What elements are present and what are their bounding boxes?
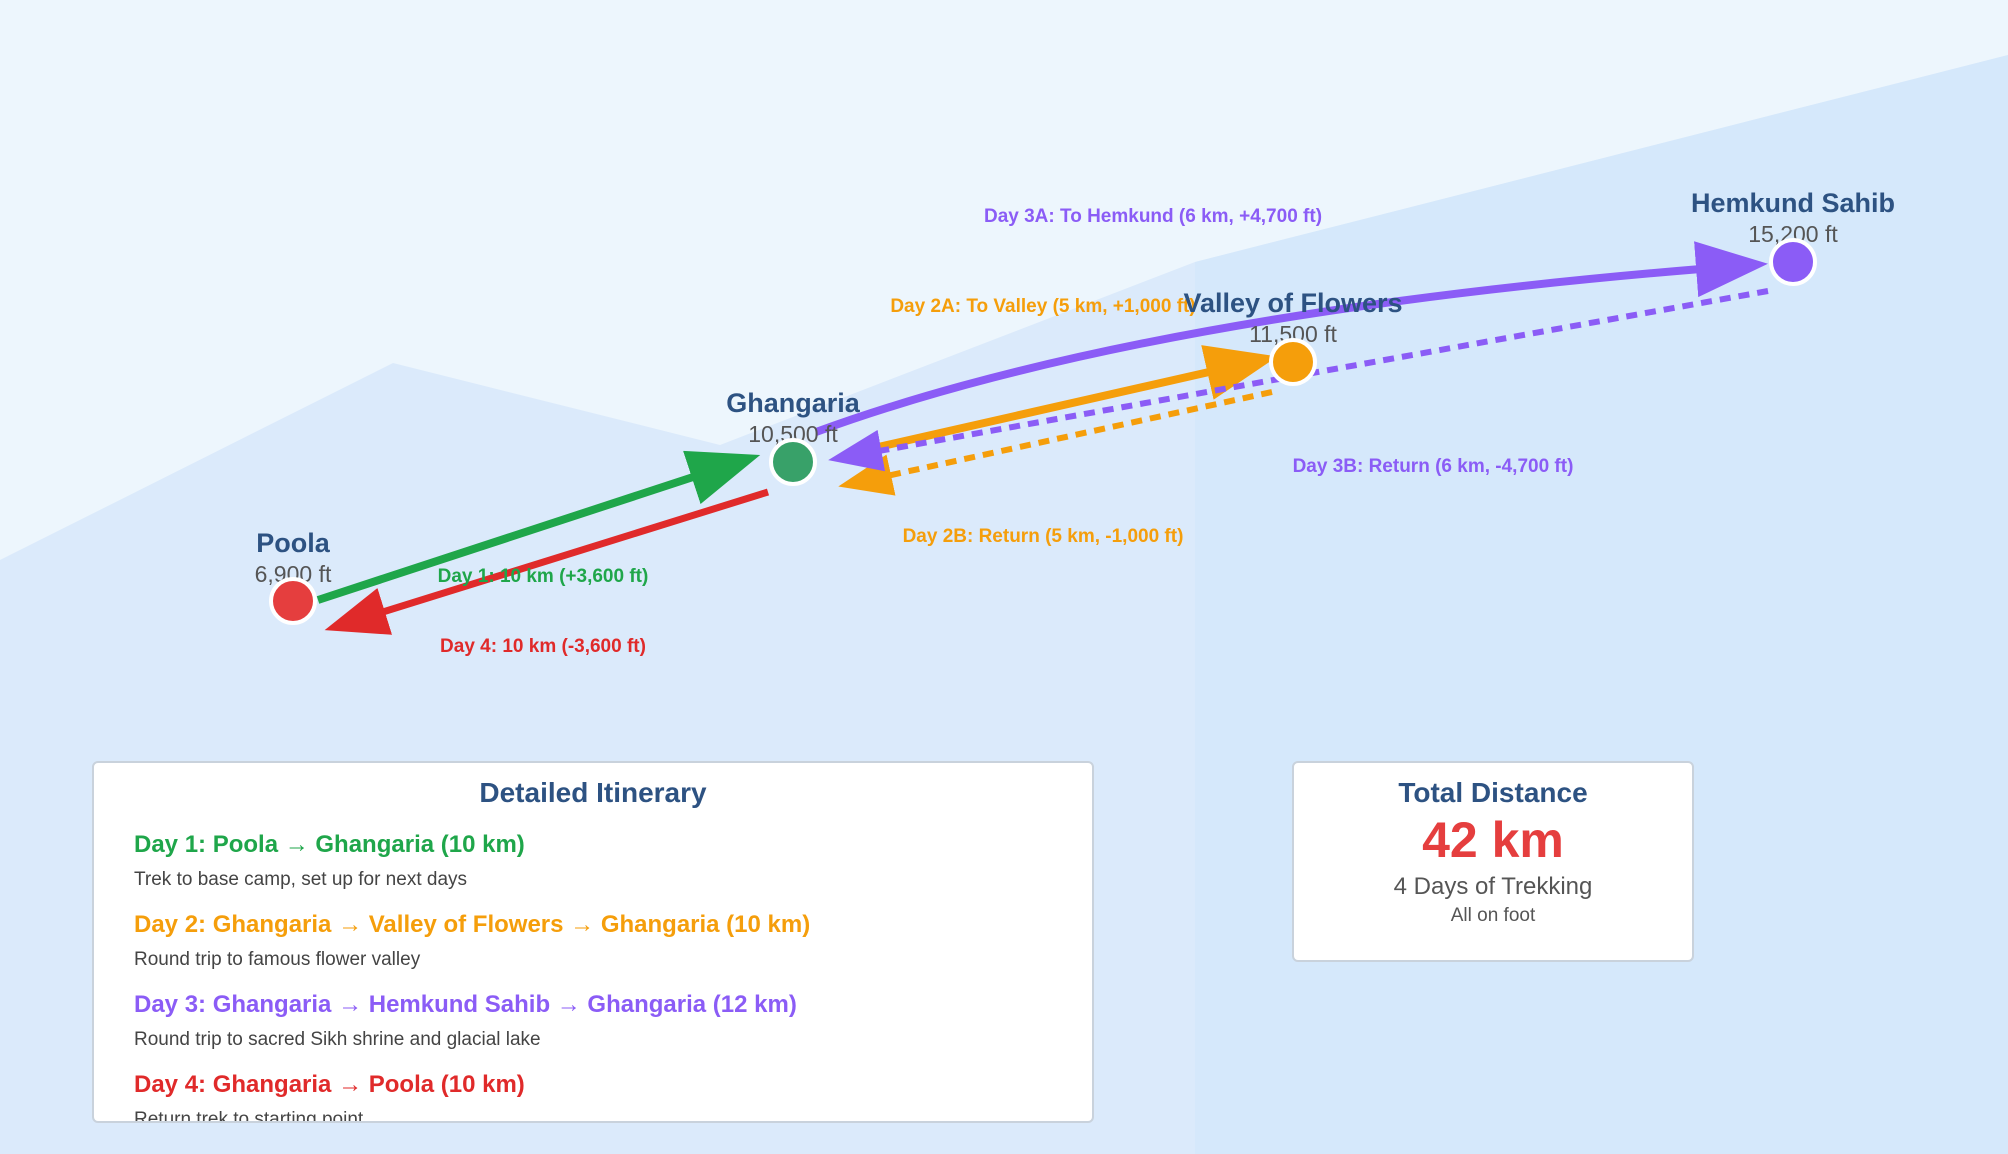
itinerary-title: Detailed Itinerary [479, 777, 707, 808]
total-footnote: All on foot [1450, 905, 1536, 926]
location-poola: Poola 6,900 ft [255, 528, 332, 625]
day-description: Return trek to starting point [134, 1109, 364, 1123]
route-day1-arrow [316, 450, 761, 604]
total-title: Total Distance [1398, 777, 1588, 808]
route-day3b-arrow [828, 288, 1769, 472]
route-label-day2a: Day 2A: To Valley (5 km, +1,000 ft) [890, 296, 1195, 317]
route-day4-arrow [324, 488, 770, 635]
location-valley-of-flowers: Valley of Flowers 11,500 ft [1183, 288, 1403, 386]
location-name: Poola [256, 528, 330, 558]
route-label-day3b: Day 3B: Return (6 km, -4,700 ft) [1293, 456, 1574, 477]
route-day3a-arrow [814, 241, 1768, 436]
location-marker [269, 577, 317, 625]
day-description: Round trip to sacred Sikh shrine and gla… [134, 1029, 541, 1050]
location-name: Ghangaria [726, 388, 861, 418]
route-label-day4: Day 4: 10 km (-3,600 ft) [440, 636, 646, 657]
total-days: 4 Days of Trekking [1393, 873, 1593, 900]
route-label-day3a: Day 3A: To Hemkund (6 km, +4,700 ft) [984, 206, 1322, 227]
location-marker [1269, 338, 1317, 386]
itinerary-day-3: Day 3: Ghangaria → Hemkund Sahib → Ghang… [134, 991, 1072, 1051]
route-day2a-arrow [864, 345, 1278, 454]
day-title: Day 4: Ghangaria → Poola (10 km) [134, 1071, 525, 1098]
location-marker [769, 438, 817, 486]
itinerary-day-2: Day 2: Ghangaria → Valley of Flowers → G… [134, 911, 1072, 971]
location-hemkund-sahib: Hemkund Sahib 15,200 ft [1691, 188, 1895, 286]
location-name: Valley of Flowers [1183, 288, 1402, 318]
day-title: Day 3: Ghangaria → Hemkund Sahib → Ghang… [134, 991, 797, 1018]
day-title: Day 1: Poola → Ghangaria (10 km) [134, 831, 525, 858]
location-name: Hemkund Sahib [1691, 188, 1895, 218]
itinerary-day-4: Day 4: Ghangaria → Poola (10 km) Return … [134, 1071, 1072, 1123]
route-label-day1: Day 1: 10 km (+3,600 ft) [438, 566, 649, 587]
location-ghangaria: Ghangaria 10,500 ft [726, 388, 861, 486]
route-day2b-arrow [838, 389, 1273, 496]
day-description: Trek to base camp, set up for next days [134, 869, 468, 890]
total-value: 42 km [1422, 812, 1564, 868]
day-description: Round trip to famous flower valley [134, 949, 421, 970]
location-marker [1769, 238, 1817, 286]
total-distance-panel: Total Distance 42 km 4 Days of Trekking … [1292, 761, 1694, 962]
itinerary-day-1: Day 1: Poola → Ghangaria (10 km) Trek to… [134, 831, 1072, 891]
day-title: Day 2: Ghangaria → Valley of Flowers → G… [134, 911, 811, 938]
route-label-day2b: Day 2B: Return (5 km, -1,000 ft) [903, 526, 1184, 547]
itinerary-panel: Detailed Itinerary Day 1: Poola → Ghanga… [92, 761, 1094, 1123]
